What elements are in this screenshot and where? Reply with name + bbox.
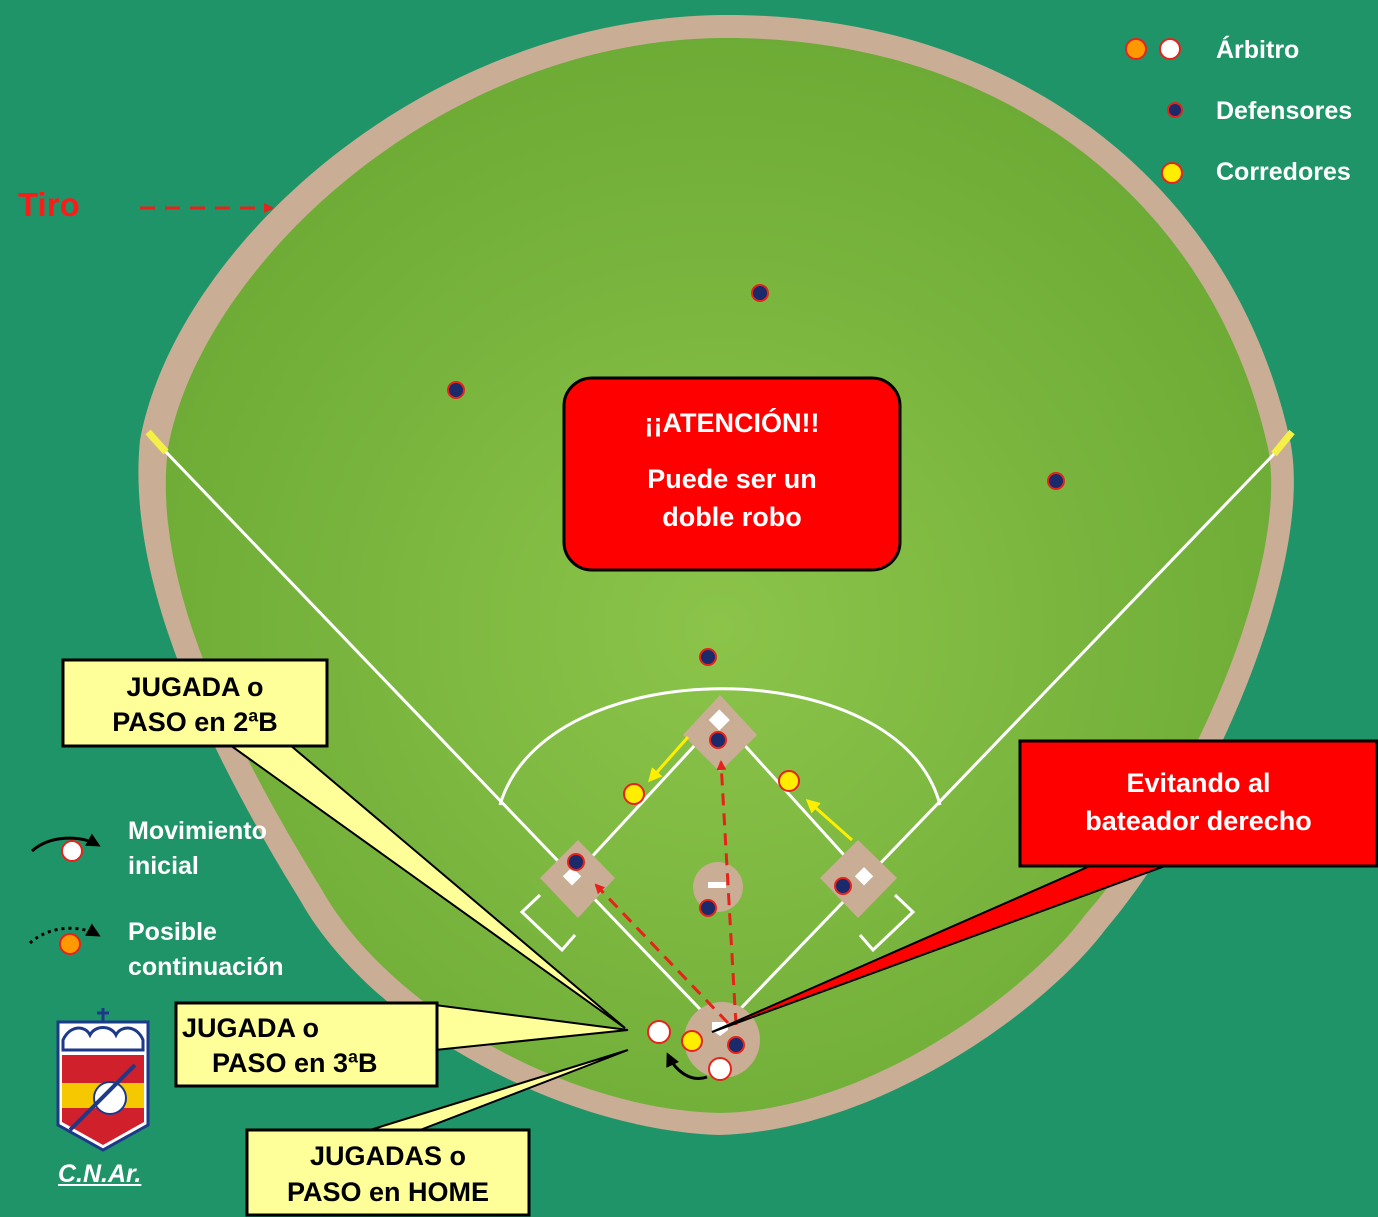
callout-home-box [245, 1128, 531, 1217]
throw-arrow-to-second [716, 760, 738, 1026]
runner-arrow-first [805, 799, 853, 842]
defender-right-field [1047, 472, 1065, 490]
outfield-grass [165, 37, 1272, 1113]
initial-movement-umpire-icon [61, 840, 83, 862]
legend-umpire-orange-icon [1125, 38, 1147, 60]
throw-legend-label: Tiro [18, 186, 80, 223]
runner-first [778, 770, 800, 792]
legend-umpire-white-icon [1159, 38, 1181, 60]
defender-shortstop [699, 648, 717, 666]
left-foul-pole [145, 429, 169, 455]
runner-batter [681, 1030, 703, 1052]
legend-defender-icon [1167, 102, 1183, 118]
callout-avoiding-line1: Evitando al [1126, 768, 1271, 798]
legend-runner-icon [1161, 162, 1183, 184]
callout-avoiding-line2: bateador derecho [1085, 805, 1312, 836]
callout-2b-text: JUGADA o PASO en 2ªB [63, 670, 327, 740]
first-base [854, 867, 874, 886]
possible-continuation-line2: continuación [128, 953, 284, 981]
runner-second [623, 783, 645, 805]
alert-line2: doble robo [662, 501, 802, 532]
alert-text: ¡¡ATENCIÓN!! Puede ser un doble robo [564, 405, 900, 536]
pitching-rubber [708, 882, 726, 888]
possible-continuation-umpire-icon [59, 933, 81, 955]
legend-corredores-label: Corredores [1216, 158, 1351, 186]
callout-2b-box [61, 658, 329, 748]
callout-3b-line2: PASO en 3ªB [212, 1048, 378, 1079]
second-base [708, 709, 730, 731]
umpire-new-position [647, 1020, 671, 1044]
throw-arrow-to-third [594, 883, 730, 1025]
callout-home-line2: PASO en HOME [286, 1177, 490, 1208]
alert-box [562, 376, 902, 572]
alert-line1: Puede ser un [647, 463, 817, 494]
legend-arbitro-label: Árbitro [1216, 36, 1300, 64]
defender-pitcher [699, 899, 717, 917]
defender-third-base [567, 853, 585, 871]
logo-caption: C.N.Ar. [58, 1160, 142, 1188]
left-foul-line [164, 450, 722, 1032]
initial-movement-label: Movimiento inicial [128, 814, 267, 884]
defender-first-base [834, 877, 852, 895]
runner-arrow-second [648, 736, 690, 783]
callout-3b-box [174, 1001, 439, 1088]
callout-3b-text: JUGADA o PASO en 3ªB [176, 1011, 437, 1081]
defender-second-base [709, 731, 727, 749]
defender-catcher [727, 1036, 745, 1054]
umpire-movement-arrow [666, 1052, 708, 1080]
possible-continuation-line1: Posible [128, 918, 217, 946]
infield-arc [498, 687, 942, 806]
initial-movement-line2: inicial [128, 852, 199, 880]
alert-title: ¡¡ATENCIÓN!! [644, 408, 820, 438]
initial-movement-line1: Movimiento [128, 817, 267, 845]
initial-movement-curve-icon [31, 833, 101, 853]
callout-home-text: JUGADAS o PASO en HOME [247, 1138, 529, 1211]
callout-avoiding-box [1018, 739, 1378, 868]
possible-continuation-label: Posible continuación [128, 915, 284, 985]
defender-left-field [447, 381, 465, 399]
first-coach-box [858, 893, 916, 953]
callout-avoiding-text: Evitando al bateador derecho [1020, 765, 1377, 841]
right-foul-line [718, 452, 1276, 1032]
possible-continuation-curve-icon [28, 923, 101, 945]
defenders [447, 284, 1065, 1054]
callout-home-line1: JUGADAS o [309, 1141, 466, 1171]
umpire-initial-position [708, 1057, 732, 1081]
third-coach-box [519, 893, 577, 953]
cnar-logo [56, 1008, 150, 1152]
callout-3b-line1: JUGADA o [182, 1013, 320, 1043]
legend-defensores-label: Defensores [1216, 97, 1353, 125]
third-base [562, 867, 582, 886]
callout-2b-line2: PASO en 2ªB [112, 707, 278, 738]
defender-center-field [751, 284, 769, 302]
callout-2b-line1: JUGADA o [126, 672, 264, 702]
right-foul-pole [1271, 429, 1295, 457]
